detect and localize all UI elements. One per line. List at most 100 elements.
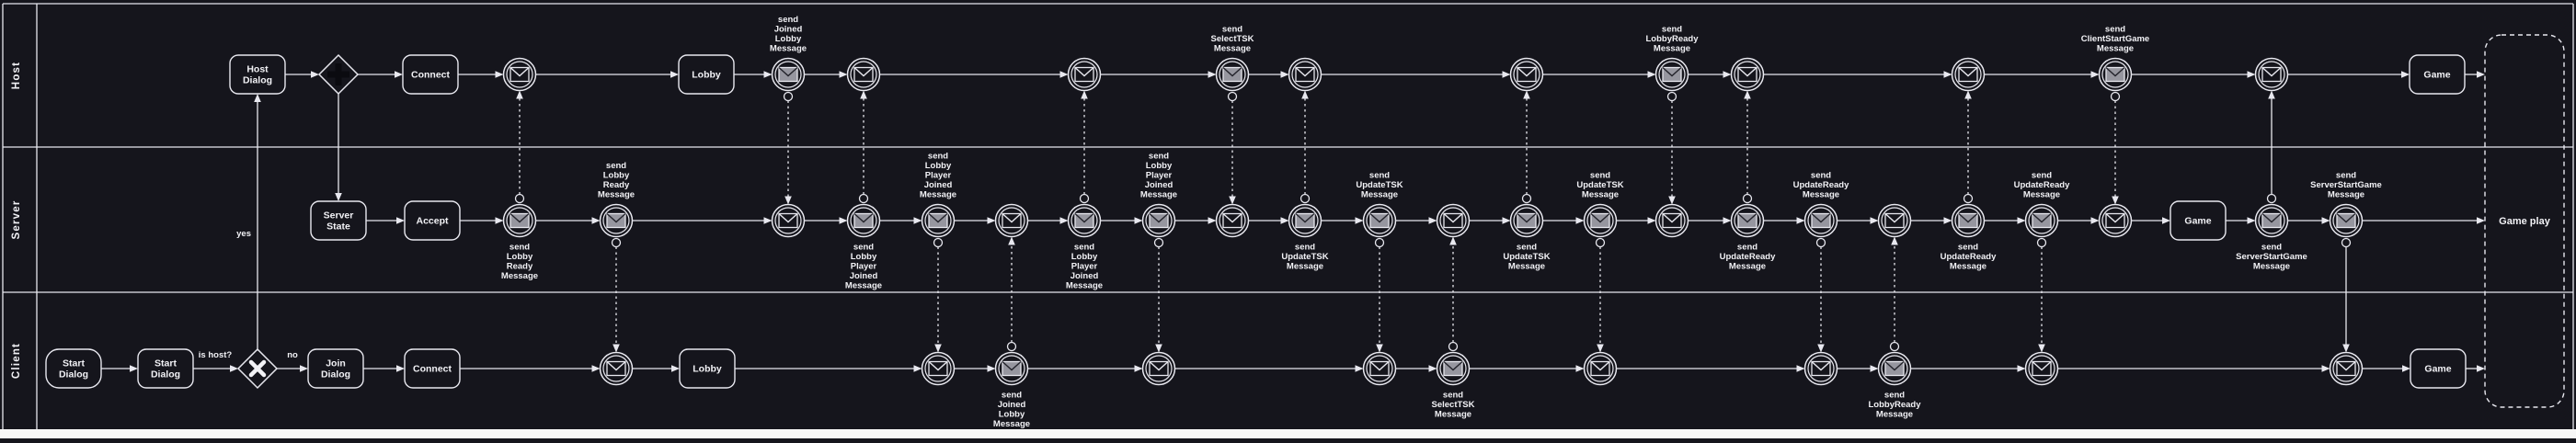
message-flow-S23-C11 [2341, 237, 2352, 353]
task-label: Connect [413, 364, 452, 375]
message-catch-icon [1222, 212, 1242, 229]
message-catch-icon [853, 66, 874, 83]
message-flow-S17-C8 [1815, 237, 1826, 353]
node-E1[interactable] [502, 57, 537, 92]
message-catch-icon [606, 360, 626, 377]
node-S3[interactable] [771, 203, 806, 238]
task-label: Join [326, 358, 346, 369]
node-C1[interactable] [599, 351, 634, 386]
node-clientConnect[interactable]: Connect [404, 348, 461, 389]
node-C5[interactable] [1362, 351, 1397, 386]
node-S12[interactable] [1436, 203, 1471, 238]
message-label: Message [2023, 190, 2060, 200]
node-C10[interactable] [2024, 351, 2059, 386]
node-S15[interactable] [1654, 203, 1689, 238]
message-catch-icon [1295, 66, 1315, 83]
message-throw-icon [1295, 212, 1315, 229]
node-hostLobby[interactable]: Lobby [678, 54, 735, 95]
node-C8[interactable] [1803, 351, 1838, 386]
node-C7[interactable] [1583, 351, 1618, 386]
node-C11[interactable] [2329, 351, 2364, 386]
node-E10[interactable] [1951, 57, 1986, 92]
node-C2[interactable] [921, 351, 956, 386]
node-E12[interactable] [2254, 57, 2289, 92]
task-label: Dialog [59, 369, 88, 381]
message-label: send [606, 161, 626, 171]
message-label: Lobby [507, 252, 533, 262]
node-clientGame[interactable]: Game [2410, 348, 2467, 389]
node-hostGame[interactable]: Game [2409, 54, 2466, 95]
node-E7[interactable] [1509, 57, 1544, 92]
node-hostConnect[interactable]: Connect [402, 54, 459, 95]
message-flow-E2-S3 [783, 91, 794, 205]
node-clientLobby[interactable]: Lobby [679, 348, 736, 389]
task-label: Game [2424, 364, 2451, 375]
message-catch-icon [1662, 212, 1682, 229]
subprocess-game-play[interactable]: Game play [2484, 34, 2565, 408]
node-S9[interactable] [1215, 203, 1250, 238]
node-C4[interactable] [1141, 351, 1176, 386]
message-label: Joined [1145, 180, 1174, 190]
message-label: Message [1066, 281, 1103, 291]
lane-label-host: Host [11, 62, 22, 89]
node-accept[interactable]: Accept [404, 200, 461, 241]
task-label: Lobby [692, 70, 721, 81]
message-flow-S5-C2 [933, 237, 944, 353]
node-S18[interactable] [1877, 203, 1912, 238]
node-E9[interactable] [1730, 57, 1765, 92]
message-label: Message [1654, 44, 1690, 54]
message-label: send [2105, 25, 2125, 35]
node-E6[interactable] [1288, 57, 1322, 92]
node-S21[interactable] [2098, 203, 2133, 238]
node-gwP[interactable] [317, 53, 360, 96]
message-label: Message [1876, 410, 1913, 420]
message-label: Message [1140, 190, 1177, 200]
message-flow-S16-E9 [1742, 90, 1753, 204]
message-label: Lobby [1146, 161, 1173, 171]
node-gwX[interactable] [236, 347, 279, 390]
node-E4[interactable] [1067, 57, 1102, 92]
task-label: Lobby [693, 364, 722, 375]
message-label: UpdateTSK [1503, 252, 1550, 262]
pool-frame [2, 3, 2574, 429]
message-label: send [1811, 171, 1831, 181]
message-label: Joined [998, 400, 1026, 410]
flow-label-yes: yes [236, 229, 251, 239]
node-E3[interactable] [846, 57, 881, 92]
message-label: UpdateReady [1941, 252, 1997, 262]
node-S6[interactable] [994, 203, 1029, 238]
message-label: Message [993, 419, 1030, 429]
node-serverGame[interactable]: Game [2170, 200, 2227, 241]
message-throw-icon [1590, 212, 1610, 229]
message-flow-C6-S12 [1448, 236, 1459, 352]
